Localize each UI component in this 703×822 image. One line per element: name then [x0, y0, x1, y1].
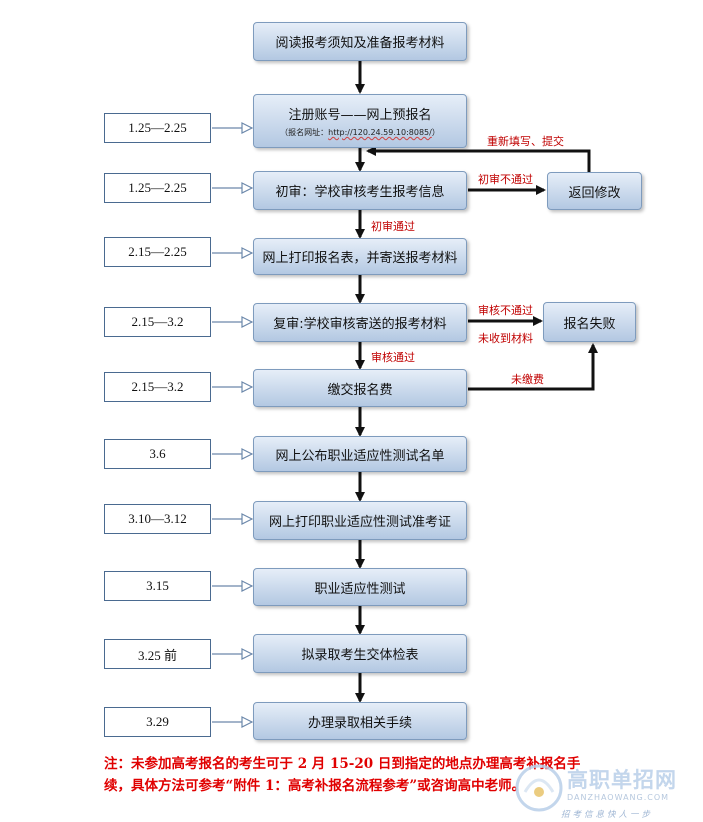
watermark-slogan: 招考信息快人一步	[561, 810, 654, 820]
step-pay-fee-label: 缴交报名费	[327, 382, 393, 398]
label-initial-pass: 初审通过	[371, 220, 415, 233]
label-initial-fail: 初审不通过	[478, 173, 533, 186]
date-box-4: 2.15—3.2	[104, 307, 211, 337]
date-box-1: 1.25—2.25	[104, 113, 211, 143]
step-register-url-line: （报名网址：http://120.24.59.10:8085/）	[280, 127, 440, 138]
step-aptitude-test: 职业适应性测试	[253, 568, 467, 606]
step-initial-review: 初审：学校审核考生报考信息	[253, 171, 467, 210]
date-box-3: 2.15—2.25	[104, 237, 211, 267]
watermark-title: 高职单招网	[567, 768, 677, 792]
date-box-7: 3.10—3.12	[104, 504, 211, 534]
step-print-form-label: 网上打印报名表，并寄送报考材料	[262, 251, 458, 266]
date-box-9: 3.25 前	[104, 639, 211, 669]
registration-url[interactable]: http://120.24.59.10:8085/	[328, 128, 432, 137]
footnote: 注：未参加高考报名的考生可于 2 月 15-20 日到指定的地点办理高考补报名手…	[104, 756, 581, 794]
label-unpaid: 未缴费	[511, 373, 544, 386]
watermark: 高职单招网 DANZHAOWANG.COM 招考信息快人一步	[505, 760, 703, 822]
watermark-domain: DANZHAOWANG.COM	[567, 793, 670, 802]
date-box-6: 3.6	[104, 439, 211, 469]
step-initial-review-label: 初审：学校审核考生报考信息	[275, 185, 445, 200]
step-submit-physical: 拟录取考生交体检表	[253, 634, 467, 673]
label-not-received: 未收到材料	[478, 332, 533, 345]
date-box-2: 1.25—2.25	[104, 173, 211, 203]
box-return-modify: 返回修改	[547, 172, 642, 210]
step-register: 注册账号——网上预报名 （报名网址：http://120.24.59.10:80…	[253, 94, 467, 148]
step-print-admission: 网上打印职业适应性测试准考证	[253, 501, 467, 540]
label-review-fail: 审核不通过	[478, 304, 533, 317]
box-registration-failed: 报名失败	[543, 302, 636, 342]
step-publish-list: 网上公布职业适应性测试名单	[253, 436, 467, 472]
step-read-notice: 阅读报考须知及准备报考材料	[253, 22, 467, 61]
arrow-refill	[366, 146, 591, 172]
arrow-unpaid	[468, 343, 598, 391]
url-prefix: （报名网址：	[280, 128, 329, 137]
step-publish-list-label: 网上公布职业适应性测试名单	[275, 448, 445, 464]
box-return-modify-label: 返回修改	[568, 185, 621, 201]
url-suffix: ）	[431, 128, 440, 137]
step-register-label: 注册账号——网上预报名	[288, 108, 432, 123]
step-print-admission-label: 网上打印职业适应性测试准考证	[268, 515, 451, 530]
watermark-logo-icon	[515, 764, 563, 812]
step-aptitude-test-label: 职业适应性测试	[314, 581, 406, 597]
step-final-review: 复审:学校审核寄送的报考材料	[253, 303, 467, 342]
step-final-review-label: 复审:学校审核寄送的报考材料	[273, 317, 447, 332]
step-submit-physical-label: 拟录取考生交体检表	[301, 648, 419, 663]
step-admission-procedures-label: 办理录取相关手续	[307, 715, 412, 731]
step-print-form: 网上打印报名表，并寄送报考材料	[253, 238, 467, 275]
step-pay-fee: 缴交报名费	[253, 369, 467, 407]
label-review-pass: 审核通过	[371, 351, 415, 364]
step-read-notice-label: 阅读报考须知及准备报考材料	[275, 36, 445, 51]
step-admission-procedures: 办理录取相关手续	[253, 702, 467, 740]
date-box-5: 2.15—3.2	[104, 372, 211, 402]
date-box-10: 3.29	[104, 707, 211, 737]
date-box-8: 3.15	[104, 571, 211, 601]
box-registration-failed-label: 报名失败	[563, 316, 616, 332]
label-refill: 重新填写、提交	[487, 135, 564, 148]
